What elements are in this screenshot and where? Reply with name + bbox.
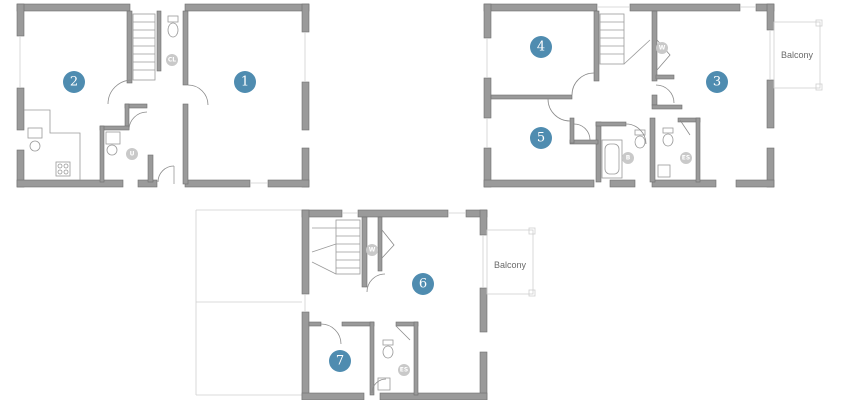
wall [301,209,310,295]
room-number-2: 2 [70,75,78,90]
wall [766,79,775,129]
wall [369,321,375,396]
bathroom-label: B [626,155,631,162]
room-badge-3 [706,71,728,93]
room-badge-7 [329,350,351,372]
wall [184,179,251,188]
wall [479,287,488,333]
staircase [132,13,156,81]
wall [593,10,600,82]
wall [16,179,124,188]
ensuite-marker [680,152,692,164]
wall [651,94,658,106]
wall [490,94,573,100]
wall [184,3,310,12]
utility-appliances [105,131,121,156]
wardrobe-label: W [659,45,666,52]
wall [137,179,158,188]
room-badge-2 [63,71,85,93]
wall [595,121,627,127]
utility-marker [126,148,138,160]
wall [156,10,162,72]
wall [377,216,383,272]
wall [126,10,133,84]
wall [301,81,310,131]
ensuite-fixtures [377,339,394,391]
wall [649,117,656,183]
wall [16,87,25,131]
room-badge-1 [234,71,256,93]
first-floor-plan: Balcony [483,3,823,188]
staircase [311,219,361,275]
wardrobe-marker [366,244,378,256]
wall [595,121,602,183]
wall [267,179,310,188]
room-number-4: 4 [537,40,545,55]
wall [301,3,310,33]
wall [182,103,189,185]
room-number-6: 6 [419,277,427,292]
wall [735,179,775,188]
wall [341,321,375,327]
wall [629,3,741,12]
wall [124,103,130,130]
wall [479,351,488,400]
room-number-5: 5 [537,131,545,146]
room-badge-4 [530,36,552,58]
room-number-1: 1 [241,75,249,90]
ensuite-marker [398,364,410,376]
wall [379,392,488,400]
wall [361,216,368,288]
balcony-second-floor [486,227,536,297]
ensuite-label: ES [400,367,408,374]
closet-marker [166,54,178,66]
toilet-fixture [167,15,179,38]
room-badge-6 [412,273,434,295]
balcony-label-second-floor: Balcony [494,260,527,270]
wall [483,77,492,119]
wall [766,3,775,31]
wall [357,209,449,218]
balcony-label-first-floor: Balcony [781,50,814,60]
ground-floor-plan: CL U 1 2 [16,3,310,188]
room-number-7: 7 [336,354,344,369]
wall [308,321,322,327]
wall [651,10,658,82]
wall [301,311,310,400]
wall [99,125,105,183]
wall [147,154,154,183]
staircase [599,13,651,65]
balcony-first-floor [773,19,823,91]
wall [609,179,636,188]
wall [569,117,575,144]
wall [16,3,25,37]
wall [16,3,131,12]
wall [413,321,419,396]
wardrobe-marker [656,42,668,54]
wall [483,3,598,12]
bathroom-marker [622,152,634,164]
wardrobe-label: W [369,247,376,254]
kitchen-counter [24,109,81,180]
wall [483,3,492,39]
bathtub [601,139,623,179]
bathroom-fixtures [634,127,674,178]
room-number-3: 3 [713,75,721,90]
wall [99,125,130,131]
wall [182,10,189,86]
ensuite-label: ES [682,155,690,162]
wall [651,104,683,110]
wall [695,117,701,183]
wall [655,74,675,80]
wall [301,392,365,400]
second-floor-plan: Balcony W [195,209,536,400]
wall [479,209,488,236]
wall [483,179,595,188]
closet-label: CL [168,57,176,64]
wall [651,179,717,188]
room-badge-5 [530,127,552,149]
utility-label: U [130,151,135,158]
